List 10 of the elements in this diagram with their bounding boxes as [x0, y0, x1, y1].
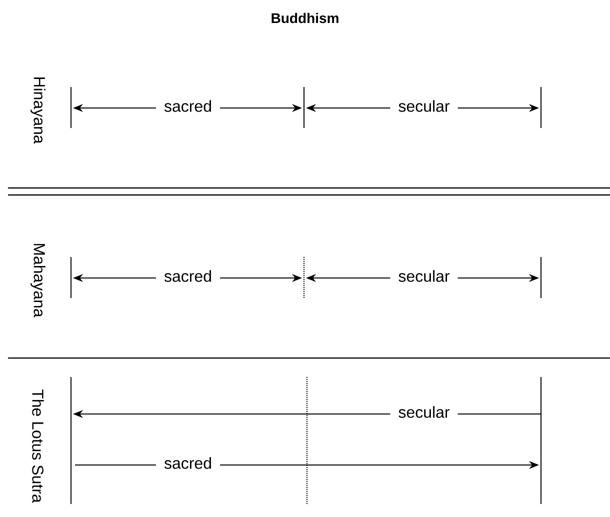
row-label: Mahayana	[30, 244, 46, 318]
span-label: sacred	[156, 269, 220, 283]
span-label: secular	[390, 269, 458, 283]
row-label: Hinayana	[30, 78, 46, 144]
row-label: The Lotus Sutra	[32, 389, 44, 503]
span-label: secular	[390, 99, 458, 113]
span-label: secular	[390, 405, 458, 419]
title: Buddhism	[272, 12, 338, 24]
span-label: sacred	[156, 99, 220, 113]
span-label: sacred	[156, 456, 220, 470]
